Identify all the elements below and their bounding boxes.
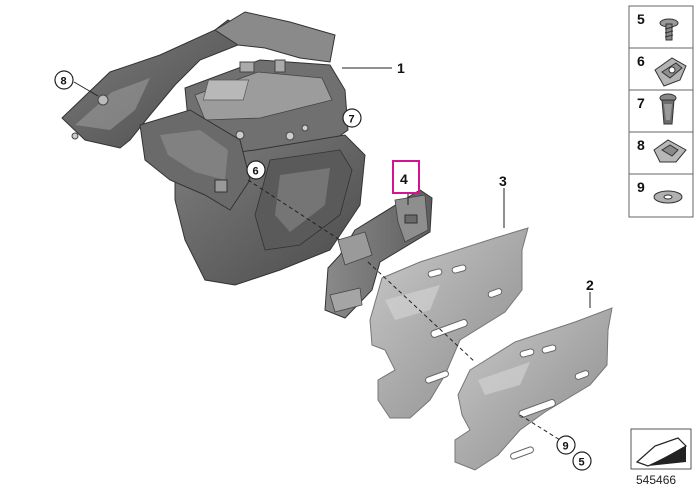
legend-number-8: 8 [637, 137, 645, 153]
legend-number-9: 9 [637, 179, 645, 195]
expanding-rivet-icon [659, 93, 677, 125]
screw-icon [659, 18, 679, 41]
assembly-lines [247, 179, 561, 441]
circled-callout-8-label: 8 [61, 76, 67, 88]
orientation-icon [630, 428, 692, 470]
legend-number-5: 5 [637, 11, 645, 27]
fastener-legend: 5 6 7 8 9 [628, 5, 694, 218]
circled-callout-6: 6 [246, 160, 266, 180]
circled-callout-7-label: 7 [349, 114, 355, 126]
highlight-box [392, 160, 420, 194]
circled-callout-5: 5 [572, 451, 592, 471]
circled-callout-8: 8 [54, 70, 74, 90]
nut-clip-icon [654, 57, 687, 87]
callout-part-4: 4 [400, 171, 408, 187]
callout-part-2: 2 [586, 277, 594, 293]
part-2-heat-shield [454, 307, 613, 471]
circled-callout-6-label: 6 [253, 166, 259, 178]
legend-number-6: 6 [637, 53, 645, 69]
circled-callout-5-label: 5 [579, 457, 585, 469]
circled-callout-9-label: 9 [563, 441, 569, 453]
callout-part-1: 1 [397, 60, 405, 76]
spring-clip-icon [653, 139, 687, 163]
leader-lines [73, 67, 591, 308]
circled-callout-9: 9 [556, 435, 576, 455]
legend-number-7: 7 [637, 95, 645, 111]
washer-icon [653, 190, 683, 204]
part-3-heat-shield [369, 227, 529, 419]
callout-part-3: 3 [499, 173, 507, 189]
part-4-bracket [324, 189, 433, 319]
diagram-id: 545466 [636, 473, 676, 487]
circled-callout-7: 7 [342, 108, 362, 128]
part-1-housing [61, 11, 366, 286]
